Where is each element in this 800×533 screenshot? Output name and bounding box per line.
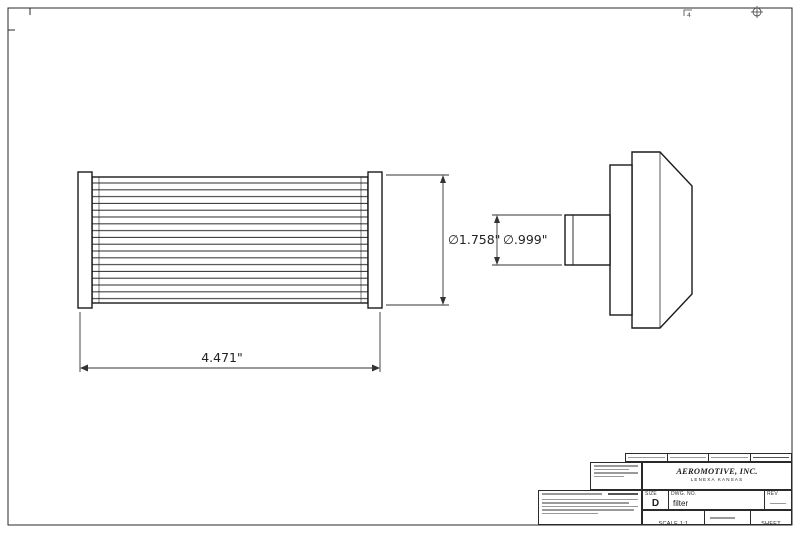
micro-text-line (669, 456, 706, 459)
drawing-info-row: SIZE D DWG. NO. filter REV (642, 490, 792, 510)
micro-text-line (608, 493, 638, 495)
fold-mark-icon (683, 9, 692, 16)
revision-cell (709, 454, 751, 461)
micro-text-line (542, 493, 602, 495)
company-name: AEROMOTIVE, INC. (676, 466, 758, 476)
sheet-label: SHEET (761, 521, 781, 524)
dimension-filter-diameter (386, 174, 449, 306)
revision-cell (751, 454, 792, 461)
dim-filter-length-text: 4.471" (201, 350, 243, 365)
micro-text-line (542, 505, 638, 507)
registration-mark-icon (751, 6, 763, 18)
sheet-border (7, 7, 793, 526)
micro-text-line (594, 468, 629, 470)
micro-text-line (710, 517, 735, 519)
revision-strip (625, 453, 792, 462)
scale-cell: SCALE 1:1 (643, 511, 705, 524)
fitting-end-view (564, 151, 693, 329)
rev-cell: REV (765, 491, 791, 509)
scale-value: SCALE 1:1 (658, 521, 689, 524)
micro-text-line (542, 512, 599, 514)
micro-text-line (542, 498, 638, 500)
fitting-body (631, 151, 693, 329)
notes-block (538, 490, 642, 525)
dwg-no-cell: DWG. NO. filter (669, 491, 765, 509)
micro-text-line (711, 456, 748, 459)
company-location: LENEXA KANSAS (690, 477, 744, 483)
micro-text-line (542, 502, 629, 504)
filter-end-cap-right (367, 171, 383, 309)
dwg-no-label: DWG. NO. (671, 491, 697, 497)
company-block: AEROMOTIVE, INC. LENEXA KANSAS (642, 462, 792, 490)
size-label: SIZE (645, 491, 657, 497)
size-value: D (651, 497, 660, 509)
filter-body-pleats (91, 176, 369, 304)
filter-side-view (77, 171, 383, 309)
drawing-title: filter (673, 498, 689, 508)
notes-line-row (539, 491, 641, 497)
dim-filter-diameter-text: ∅1.758" (448, 232, 500, 247)
zone-marker-number: 4 (687, 12, 691, 19)
micro-text-line (542, 509, 634, 511)
micro-text-line (752, 456, 789, 459)
filter-end-cap-left (77, 171, 93, 309)
tolerance-block (590, 462, 642, 490)
rev-label: REV (767, 491, 778, 497)
micro-text-line (594, 472, 638, 474)
fitting-flange (609, 164, 633, 316)
dimension-port-diameter (492, 214, 562, 266)
scale-sheet-row: SCALE 1:1 SHEET (642, 510, 792, 525)
weight-cell (705, 511, 751, 524)
dimension-filter-length (79, 312, 381, 372)
micro-text-line (628, 456, 665, 459)
dim-port-diameter-text: ∅.999" (503, 232, 547, 247)
micro-text-line (594, 475, 624, 477)
fitting-port (564, 214, 611, 266)
revision-cell (626, 454, 668, 461)
micro-text-line (594, 465, 638, 467)
sheet-cell: SHEET (751, 511, 791, 524)
size-cell: SIZE D (643, 491, 669, 509)
revision-cell (668, 454, 709, 461)
micro-text-line (770, 502, 786, 504)
